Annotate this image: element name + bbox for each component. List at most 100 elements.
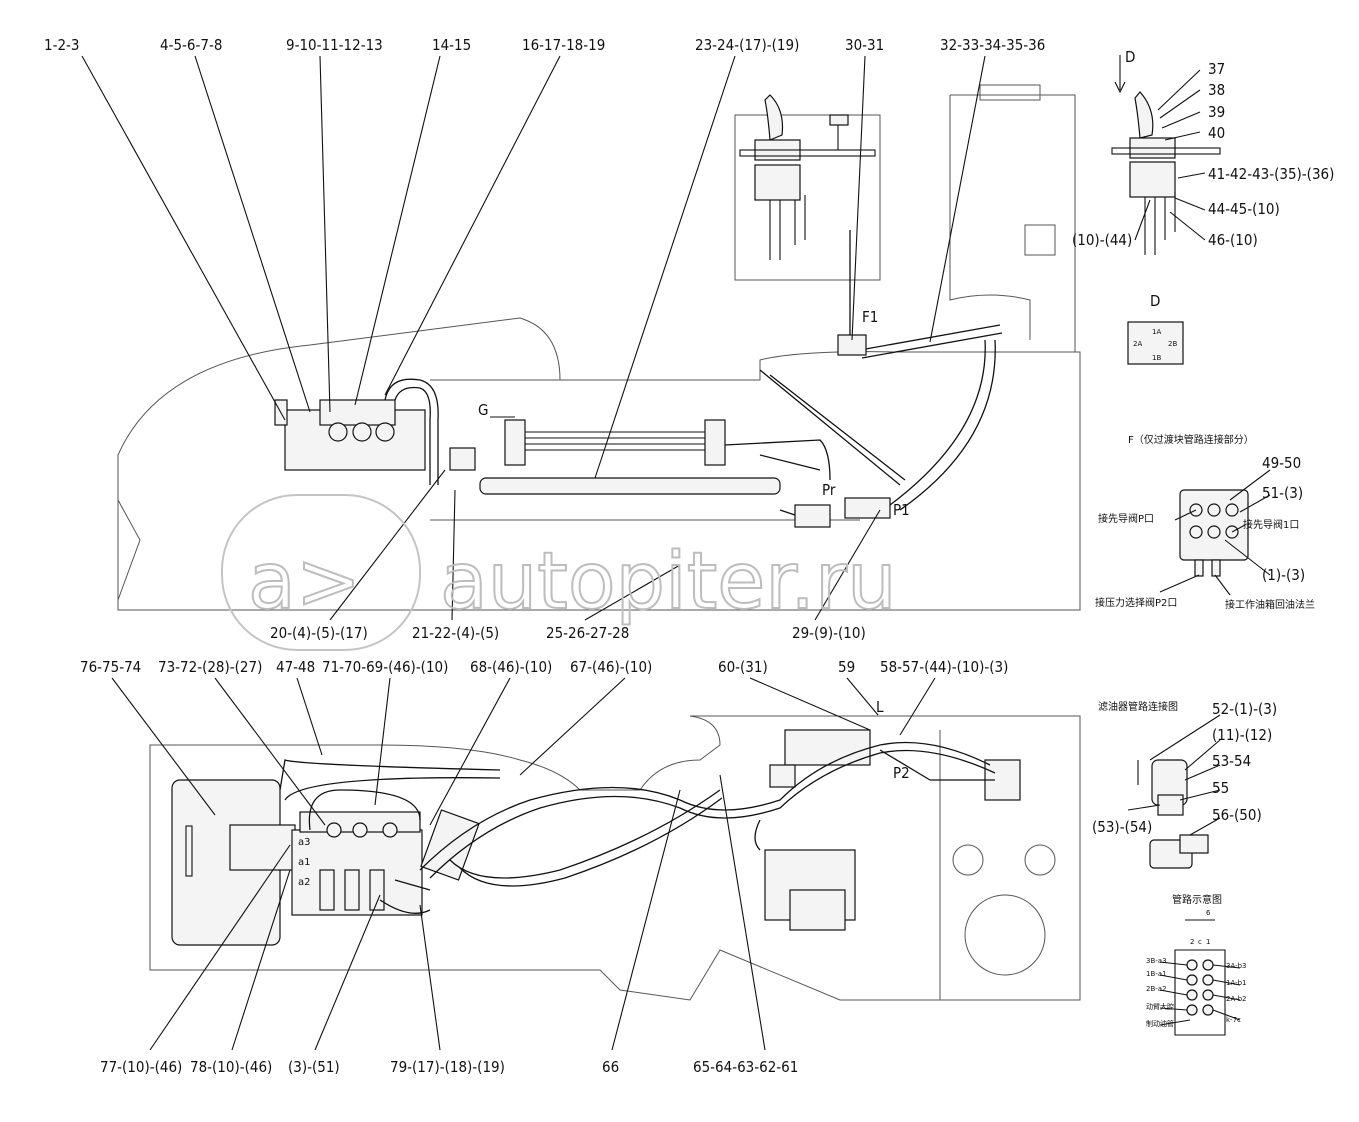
callout-41-43: 41-42-43-(35)-(36) bbox=[1208, 165, 1334, 183]
callout-47-48: 47-48 bbox=[276, 658, 315, 676]
callout-55: 55 bbox=[1212, 779, 1229, 797]
callout-1-3: (1)-(3) bbox=[1262, 566, 1305, 584]
callout-71-69: 71-70-69-(46)-(10) bbox=[322, 658, 448, 676]
callout-73-72: 73-72-(28)-(27) bbox=[158, 658, 262, 676]
pipe-top-2: 2 bbox=[1190, 938, 1194, 946]
pipe-left-1b: 1B-a1 bbox=[1146, 970, 1167, 978]
callout-11-12: (11)-(12) bbox=[1212, 726, 1272, 744]
plate-1a: 1A bbox=[1152, 328, 1161, 336]
callout-78: 78-(10)-(46) bbox=[190, 1058, 272, 1076]
pipe-schematic-labels: 管路示意图 2 c 1 6 3B-a3 1B-a1 2B-a2 动臂大腔 制动油… bbox=[1146, 893, 1247, 1028]
bottom-valve-block bbox=[291, 729, 1021, 931]
view-f-block bbox=[1159, 469, 1271, 596]
pipe-top-1: 1 bbox=[1206, 938, 1210, 946]
callout-46: 46-(10) bbox=[1208, 231, 1258, 249]
callout-77: 77-(10)-(46) bbox=[100, 1058, 182, 1076]
callout-66: 66 bbox=[602, 1058, 619, 1076]
callout-25-28: 25-26-27-28 bbox=[546, 624, 629, 642]
bottom-assembly-outline bbox=[149, 715, 1081, 1001]
callout-30-31: 30-31 bbox=[845, 36, 884, 54]
pipe-top-c: c bbox=[1198, 938, 1202, 946]
callout-23-24: 23-24-(17)-(19) bbox=[695, 36, 799, 54]
callout-29: 29-(9)-(10) bbox=[792, 624, 866, 642]
pipe-right-k7c: k-7c bbox=[1226, 1016, 1241, 1024]
top-leaders bbox=[81, 55, 986, 621]
note-pilot-1: 接先导阀1口 bbox=[1243, 518, 1299, 531]
callout-52: 52-(1)-(3) bbox=[1212, 700, 1277, 718]
callout-38: 38 bbox=[1208, 81, 1225, 99]
watermark-text: autopiter.ru bbox=[440, 537, 897, 627]
plate-2a: 2A bbox=[1133, 340, 1142, 348]
callout-4-8: 4-5-6-7-8 bbox=[160, 36, 222, 54]
callout-9-13: 9-10-11-12-13 bbox=[286, 36, 383, 54]
view-d-labels: D 37 38 39 40 41-42-43-(35)-(36) 44-45-(… bbox=[1072, 48, 1334, 362]
bottom-callout-labels: 76-75-74 73-72-(28)-(27) 47-48 71-70-69-… bbox=[80, 658, 1008, 1076]
bottom-leaders bbox=[111, 677, 936, 1051]
filter-view-labels: 滤油器管路连接图 52-(1)-(3) (11)-(12) 53-54 55 5… bbox=[1092, 700, 1277, 836]
note-p2: 接压力选择阀P2口 bbox=[1095, 596, 1177, 609]
top-callout-labels: 1-2-3 4-5-6-7-8 9-10-11-12-13 14-15 16-1… bbox=[44, 36, 1045, 54]
callout-58-57: 58-57-(44)-(10)-(3) bbox=[880, 658, 1008, 676]
pipe-left-2b: 2B-a2 bbox=[1146, 985, 1167, 993]
view-d-arrow-label: D bbox=[1125, 48, 1135, 66]
marker-p1: P1 bbox=[893, 501, 910, 519]
plate-2b: 2B bbox=[1168, 340, 1177, 348]
top-valve-block bbox=[274, 399, 476, 471]
callout-44-45: 44-45-(10) bbox=[1208, 200, 1280, 218]
top-joystick bbox=[739, 94, 876, 260]
callout-32-36: 32-33-34-35-36 bbox=[940, 36, 1045, 54]
pipe-view-caption: 管路示意图 bbox=[1172, 893, 1222, 906]
callout-49-50: 49-50 bbox=[1262, 454, 1301, 472]
callout-21-22: 21-22-(4)-(5) bbox=[412, 624, 499, 642]
marker-l: L bbox=[876, 698, 884, 716]
marker-a3: a3 bbox=[298, 837, 311, 848]
callout-14-15: 14-15 bbox=[432, 36, 471, 54]
view-f-caption: F（仅过渡块管路连接部分） bbox=[1128, 433, 1254, 446]
callout-40: 40 bbox=[1208, 124, 1225, 142]
top-assembly-outline bbox=[117, 84, 1081, 611]
callout-3-51: (3)-(51) bbox=[288, 1058, 340, 1076]
callout-65-61: 65-64-63-62-61 bbox=[693, 1058, 798, 1076]
bottom-hoses bbox=[279, 741, 996, 914]
plate-1b: 1B bbox=[1152, 354, 1161, 362]
callout-1-2-3: 1-2-3 bbox=[44, 36, 80, 54]
callout-79: 79-(17)-(18)-(19) bbox=[390, 1058, 505, 1076]
marker-a2: a2 bbox=[298, 877, 311, 888]
pipe-right-1a: 1A-b1 bbox=[1226, 979, 1247, 987]
note-pilot-p: 接先导阀P口 bbox=[1098, 512, 1154, 525]
callout-67: 67-(46)-(10) bbox=[570, 658, 652, 676]
callout-20: 20-(4)-(5)-(17) bbox=[270, 624, 368, 642]
callout-59: 59 bbox=[838, 658, 855, 676]
top-pipes bbox=[384, 230, 1003, 528]
marker-p2: P2 bbox=[893, 764, 910, 782]
watermark-logo: a> bbox=[248, 537, 361, 627]
marker-a1: a1 bbox=[298, 857, 311, 868]
filter-view-caption: 滤油器管路连接图 bbox=[1098, 700, 1178, 713]
view-d-joystick bbox=[1111, 55, 1221, 365]
pipe-schematic bbox=[1159, 919, 1241, 1036]
marker-pr: Pr bbox=[822, 481, 836, 499]
pipe-right-2a: 2A-b2 bbox=[1226, 995, 1247, 1003]
callout-16-19: 16-17-18-19 bbox=[522, 36, 605, 54]
pipe-left-3b: 3B-a3 bbox=[1146, 957, 1167, 965]
callout-60: 60-(31) bbox=[718, 658, 768, 676]
note-return: 接工作油箱回油法兰 bbox=[1225, 598, 1315, 611]
callout-51-3: 51-(3) bbox=[1262, 484, 1303, 502]
callout-68: 68-(46)-(10) bbox=[470, 658, 552, 676]
mid-callout-labels: 20-(4)-(5)-(17) 21-22-(4)-(5) 25-26-27-2… bbox=[270, 624, 866, 642]
view-f-labels: F（仅过渡块管路连接部分） 49-50 51-(3) (1)-(3) 接先导阀P… bbox=[1095, 433, 1315, 611]
filter-view-drawing bbox=[1127, 714, 1221, 869]
watermark: a> autopiter.ru bbox=[221, 494, 898, 651]
callout-56: 56-(50) bbox=[1212, 806, 1262, 824]
callout-39: 39 bbox=[1208, 103, 1225, 121]
marker-g: G bbox=[478, 401, 488, 419]
pipe-left-brake: 制动油管 bbox=[1146, 1019, 1174, 1028]
callout-76-74: 76-75-74 bbox=[80, 658, 141, 676]
callout-37: 37 bbox=[1208, 60, 1225, 78]
pipe-top-6: 6 bbox=[1206, 909, 1211, 917]
marker-f1: F1 bbox=[862, 308, 878, 326]
callout-10-44: (10)-(44) bbox=[1072, 231, 1132, 249]
callout-53-54-paren: (53)-(54) bbox=[1092, 818, 1152, 836]
